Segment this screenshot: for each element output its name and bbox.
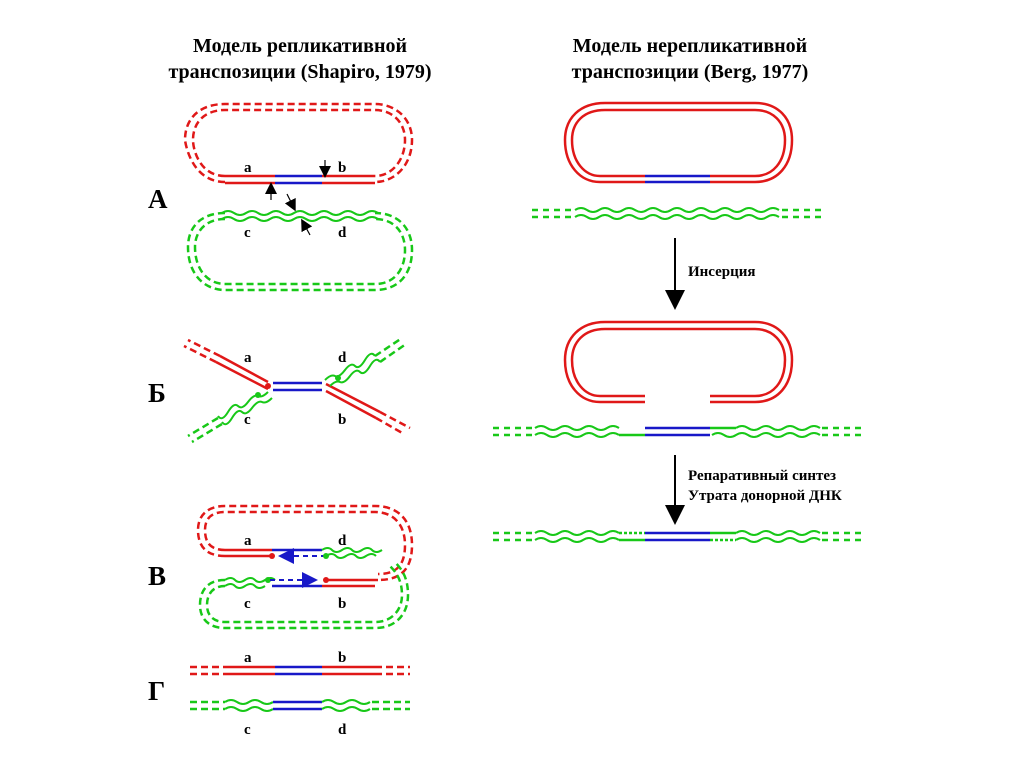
right-step1 [532, 101, 822, 220]
b-red-dot-a [265, 383, 271, 389]
v-red-loop-inner [203, 510, 407, 576]
label-b-stageB: b [338, 412, 346, 428]
b-red-a2-dash [183, 344, 217, 364]
r1-red-loop-outer [563, 101, 794, 184]
r2-green-wave-right2 [711, 432, 821, 438]
label-d-stageB: d [338, 350, 347, 366]
right-step2 [493, 320, 862, 438]
label-c-stageA: c [244, 225, 251, 241]
stage-b-diagram: a d c b [183, 336, 411, 444]
g-green-d1 [321, 699, 371, 705]
label-a-stageA: a [244, 160, 252, 176]
right-step3 [493, 530, 862, 543]
target-loop-inner [193, 217, 407, 286]
g-green-c1 [224, 699, 274, 705]
v-green-loop-inner [205, 565, 404, 624]
b-red-b1-dash [379, 410, 411, 430]
donor-loop-outer [183, 102, 414, 184]
v-red-loop-outer [196, 504, 414, 582]
g-green-c2 [224, 706, 274, 712]
b-red-b1 [325, 382, 381, 414]
b-green-c2 [221, 397, 273, 426]
target-wavy-bottom [221, 216, 379, 222]
b-green-d2-dash [379, 342, 407, 364]
b-red-b2-dash [375, 416, 405, 436]
v-green-loop-outer [198, 561, 410, 630]
r2-green-wave-right1 [735, 425, 821, 431]
r1-green-wave1 [574, 207, 780, 213]
v-green-d1 [321, 547, 383, 553]
b-green-c2-dash [191, 422, 223, 444]
stage-letter-g: Г [148, 676, 165, 706]
r2-red-loop-inner [570, 327, 787, 398]
left-title-line1: Модель репликативной [193, 35, 407, 57]
stage-a-diagram: a b c d [183, 102, 414, 292]
cut-arrow-3 [284, 193, 296, 212]
stage-v-diagram: a d c b [196, 504, 414, 630]
label-d-stageG: d [338, 722, 347, 738]
r2-red-loop-outer [563, 320, 794, 404]
label-c-stageG: c [244, 722, 251, 738]
r3-green-wave-right2 [735, 537, 821, 543]
label-d-stageV: d [338, 533, 347, 549]
b-red-b2 [325, 389, 377, 420]
r2-green-wave-left1 [534, 425, 620, 431]
b-green-d1 [324, 352, 376, 381]
b-green-d1-dash [374, 336, 403, 358]
g-green-d2 [321, 706, 371, 712]
target-wavy-top [221, 210, 379, 216]
left-title-line2: транспозиции (Shapiro, 1979) [168, 61, 431, 83]
stage-letter-b: Б [148, 378, 166, 408]
stage-letter-a: А [148, 184, 168, 214]
b-green-c1-dash [187, 416, 219, 438]
v-red-dot-b [323, 577, 329, 583]
b-red-a2 [215, 360, 269, 391]
repair-label-line1: Репаративный синтез [688, 468, 836, 484]
label-d-stageA: d [338, 225, 347, 241]
insertion-label: Инсерция [688, 264, 756, 280]
r2-green-wave-left2 [534, 432, 620, 438]
label-b-stageV: b [338, 596, 346, 612]
stage-g-diagram: a b c d [190, 650, 410, 738]
b-red-a1 [219, 354, 269, 384]
v-green-c2 [224, 583, 266, 589]
label-b-stageG: b [338, 650, 346, 666]
label-c-stageB: c [244, 412, 251, 428]
b-green-d2 [329, 358, 381, 387]
target-loop-outer [186, 211, 414, 292]
label-a-stageV: a [244, 533, 252, 549]
label-b-stageA: b [338, 160, 346, 176]
label-a-stageG: a [244, 650, 252, 666]
label-a-stageB: a [244, 350, 252, 366]
b-red-a1-dash [187, 338, 221, 358]
r1-green-wave2 [574, 214, 780, 220]
repair-label-line2: Утрата донорной ДНК [688, 488, 842, 504]
donor-loop-inner [191, 108, 407, 178]
r3-green-wave-left1 [534, 530, 620, 536]
label-c-stageV: c [244, 596, 251, 612]
r3-green-wave-right1 [735, 530, 821, 536]
stage-letter-v: В [148, 561, 166, 591]
cut-arrow-4 [301, 218, 313, 236]
r3-green-wave-left2 [534, 537, 620, 543]
b-green-dot-c [255, 392, 261, 398]
r1-red-loop-inner [570, 108, 787, 178]
right-title-line2: транспозиции (Berg, 1977) [572, 61, 809, 83]
b-green-dot-d [335, 375, 341, 381]
v-green-dot-d [323, 553, 329, 559]
v-green-dot-c [265, 577, 271, 583]
v-red-dot-a [269, 553, 275, 559]
right-title-line1: Модель нерепликативной [573, 35, 807, 57]
v-green-d2 [325, 553, 377, 559]
